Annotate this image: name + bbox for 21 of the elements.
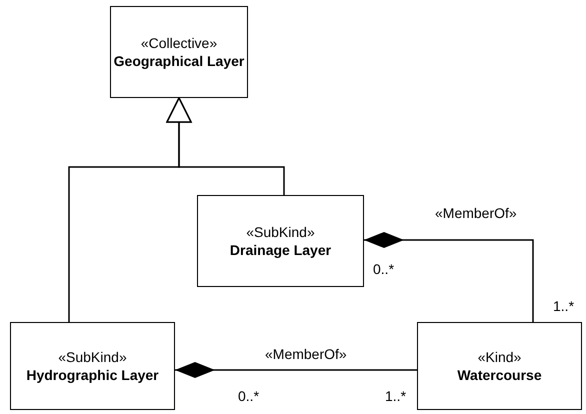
class-box — [197, 195, 364, 287]
class-name: Watercourse — [457, 366, 542, 384]
composition-line — [175, 362, 417, 378]
stereotype: «SubKind» — [58, 348, 127, 366]
class-box — [417, 322, 582, 410]
multiplicity-label: 1..* — [553, 299, 574, 314]
class-name: Geographical Layer — [114, 52, 244, 70]
edge-label: «MemberOf» — [265, 347, 347, 362]
multiplicity-label: 0..* — [373, 262, 394, 278]
class-box — [110, 6, 248, 98]
class-box — [10, 322, 175, 410]
multiplicity-label: 1..* — [385, 389, 406, 404]
generalization-arrow — [68, 97, 192, 322]
class-name: Hydrographic Layer — [26, 366, 159, 384]
multiplicity-label: 0..* — [238, 389, 260, 404]
edge-label: «MemberOf» — [435, 206, 517, 222]
class-name: Drainage Layer — [230, 241, 332, 260]
stereotype: «Collective» — [140, 34, 218, 52]
composition-line — [364, 232, 534, 322]
stereotype: «SubKind» — [246, 222, 315, 241]
stereotype: «Kind» — [478, 348, 522, 366]
